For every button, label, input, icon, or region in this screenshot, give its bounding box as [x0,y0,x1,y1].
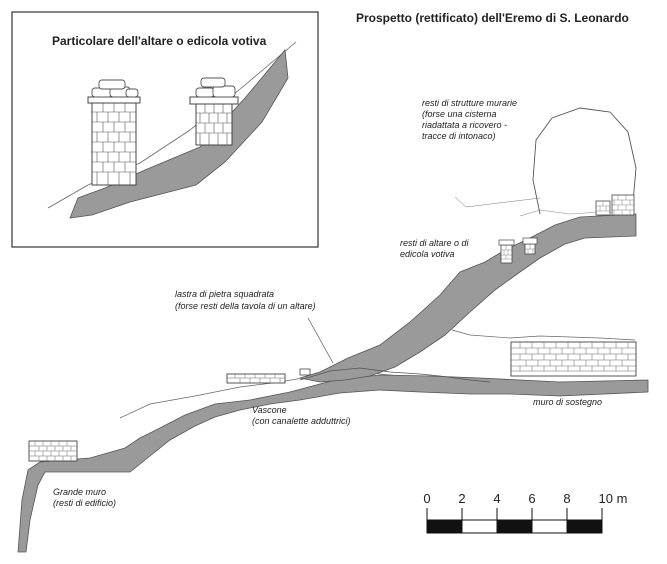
label-grande-muro: Grande muro (resti di edificio) [53,487,116,508]
label-vascone: Vascone (con canalette adduttrici) [252,405,351,426]
label-resti-strutture: resti di strutture murarie (forse una ci… [422,98,520,141]
scale-tick-label: 10 m [599,491,628,506]
main-title: Prospetto (rettificato) dell'Eremo di S.… [356,11,629,25]
masonry-cisterna [595,194,635,216]
scale-segment [531,519,568,534]
scale-ticks [426,508,603,520]
masonry-grande-muro [28,440,78,462]
leader-line-strutture [454,196,541,208]
leader-line-lastra [307,317,334,364]
vascone-recess [299,367,491,383]
scale-segment [566,519,603,534]
scale-segment [426,519,463,534]
inset-altar-column-right [189,77,239,146]
inset-detail: Particolare dell'altare o edicola votiva [11,11,319,248]
masonry-lastra [226,368,311,384]
scale-tick-label: 8 [563,491,570,506]
terrain-profile [17,107,649,553]
label-altare: resti di altare o di edicola votiva [400,238,471,259]
ground-line-terrace [451,329,636,341]
masonry-altar-columns [498,237,538,264]
ground-line-top [519,209,601,217]
scale-tick-label: 2 [458,491,465,506]
masonry-muro-sostegno [510,341,637,377]
scale-tick-label: 4 [493,491,500,506]
rock-band-upper [299,213,637,383]
scale-segment [496,519,533,534]
scale-tick-label: 6 [528,491,535,506]
label-muro-sostegno: muro di sostegno [533,397,602,407]
inset-frame [11,11,319,248]
scale-segment [461,519,498,534]
boulder-outline [532,107,637,215]
inset-title: Particolare dell'altare o edicola votiva [52,34,267,48]
scale-bar: 0 2 4 6 8 10 m [423,491,628,534]
scale-tick-label: 0 [423,491,430,506]
masonry-elements [28,194,637,462]
inset-contour-line [47,41,297,209]
inset-altar-column-left [87,79,141,186]
rock-band-main [17,374,649,553]
label-lastra: lastra di pietra squadrata (forse resti … [175,289,316,311]
